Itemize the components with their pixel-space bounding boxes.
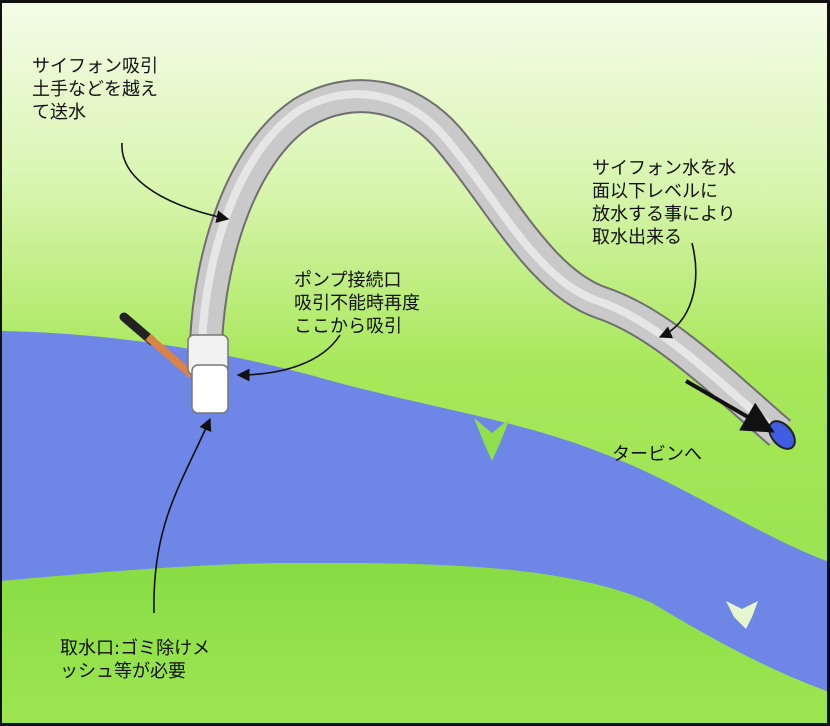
siphon-suction-label: サイフォン吸引 土手などを越え て送水	[32, 56, 158, 123]
pump-rod	[145, 333, 195, 379]
water-flow-star-icon	[474, 418, 510, 461]
arrow-siphon-suction	[121, 142, 230, 223]
arrow-pump-port	[236, 334, 341, 382]
arrow-discharge	[658, 242, 697, 339]
arrow-intake	[153, 417, 212, 614]
turbine-label: タービンへ	[612, 444, 702, 465]
pump-port-label: ポンプ接続口 吸引不能時再度 ここから吸引	[294, 270, 420, 337]
siphon-discharge-label: サイフォン水を水 面以下レベルに 放水する事により 取水出来る	[592, 158, 736, 248]
water-flow-star-icon	[726, 601, 758, 629]
intake-label: 取水口:ゴミ除けメ ッシュ等が必要	[60, 638, 211, 682]
intake-fitting	[187, 334, 229, 414]
land-lower	[2, 563, 827, 723]
siphon-scene	[2, 3, 827, 723]
flow-arrow	[684, 379, 775, 433]
pump-rod-dark	[119, 312, 157, 346]
siphon-pipe-highlight	[198, 90, 779, 435]
